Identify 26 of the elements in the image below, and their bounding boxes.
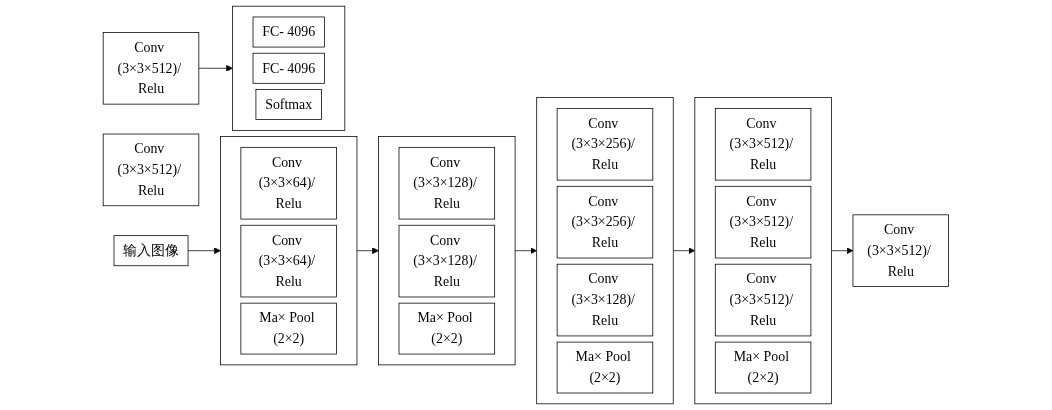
cluster xyxy=(232,5,346,131)
node-box: FC- 4096 xyxy=(252,52,325,84)
node-box: Conv (3×3×128)/ Relu xyxy=(398,146,496,220)
node-box: Ma× Pool (2×2) xyxy=(556,341,654,394)
cluster xyxy=(378,136,516,366)
node-box: Ma× Pool (2×2) xyxy=(714,341,812,394)
node-box: Conv (3×3×64)/ Relu xyxy=(240,146,337,220)
node-box: 输入图像 xyxy=(113,235,189,267)
node-box: Ma× Pool (2×2) xyxy=(398,302,496,355)
node-box: Conv (3×3×128)/ Relu xyxy=(398,224,496,298)
node-box: Conv (3×3×512)/ Relu xyxy=(102,32,200,105)
node-box: Conv (3×3×128)/ Relu xyxy=(556,263,654,337)
node-box: Conv (3×3×512)/ Relu xyxy=(714,185,812,259)
node-box: Conv (3×3×512)/ Relu xyxy=(714,108,812,181)
cluster xyxy=(220,136,358,366)
node-box: FC- 4096 xyxy=(252,16,325,48)
node-box: Conv (3×3×512)/ Relu xyxy=(102,133,200,207)
node-box: Softmax xyxy=(255,89,322,120)
node-box: Conv (3×3×512)/ Relu xyxy=(714,263,812,337)
node-box: Conv (3×3×512)/ Relu xyxy=(852,214,950,287)
cluster xyxy=(694,97,832,405)
cluster xyxy=(536,97,674,405)
node-box: Conv (3×3×256)/ Relu xyxy=(556,185,654,259)
node-box: Conv (3×3×64)/ Relu xyxy=(240,224,337,298)
node-box: Ma× Pool (2×2) xyxy=(240,302,337,355)
node-box: Conv (3×3×256)/ Relu xyxy=(556,108,654,181)
